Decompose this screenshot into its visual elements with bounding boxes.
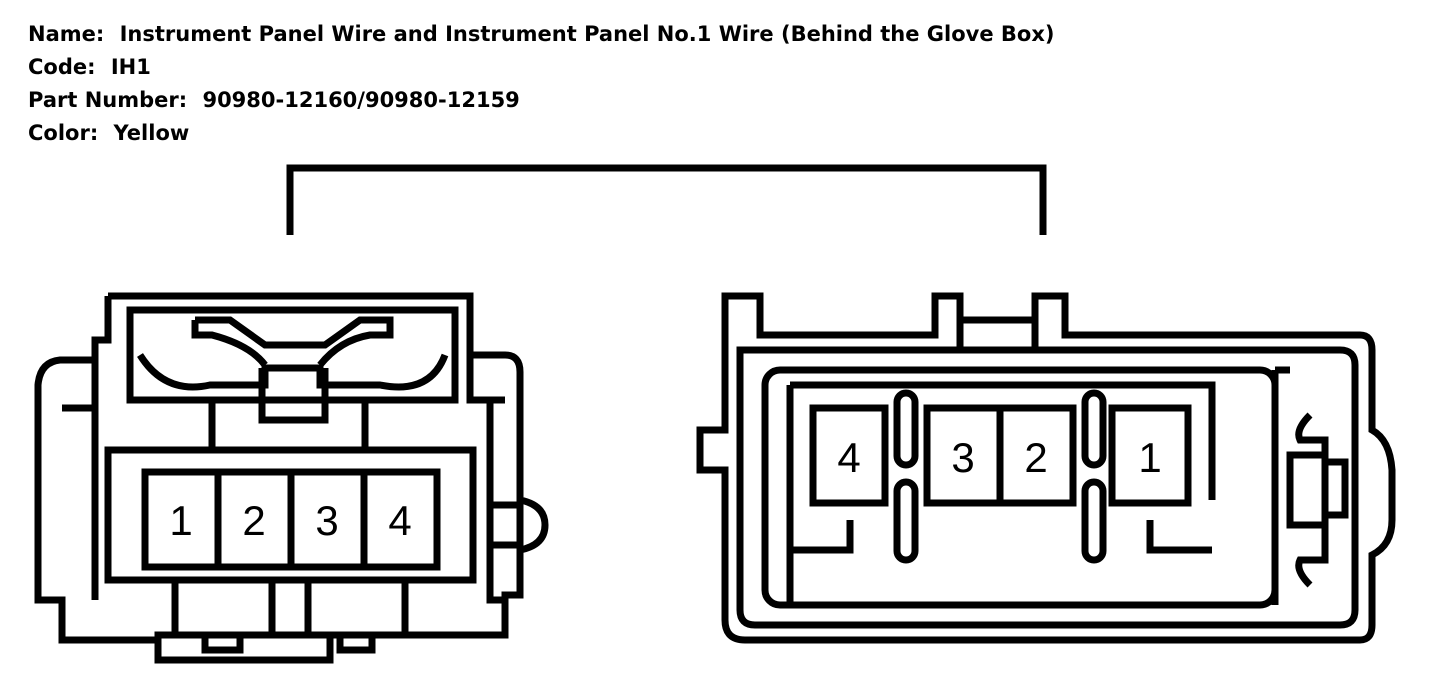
right-pin-1-box — [1108, 404, 1192, 507]
left-bottom-tabs — [171, 576, 409, 654]
color-value: Yellow — [113, 121, 190, 145]
mating-bracket — [286, 164, 1047, 235]
left-pin-2: 2 — [242, 497, 265, 544]
right-pin-1: 1 — [1138, 434, 1161, 481]
left-pin-4: 4 — [388, 497, 411, 544]
color-label: Color: — [28, 121, 99, 145]
right-pin-3: 3 — [951, 434, 974, 481]
name-row: Name: Instrument Panel Wire and Instrume… — [28, 18, 1054, 51]
right-connector-body — [696, 292, 1396, 644]
name-value: Instrument Panel Wire and Instrument Pan… — [119, 22, 1055, 46]
name-label: Name: — [28, 22, 105, 46]
right-side-latch — [1271, 366, 1349, 605]
pin-labels: 1 2 3 4 4 3 2 1 — [169, 434, 1161, 544]
right-top-tab — [956, 320, 1039, 350]
left-pin-3: 3 — [315, 497, 338, 544]
part-number-value: 90980-12160/90980-12159 — [202, 88, 520, 112]
code-row: Code: IH1 — [28, 51, 1054, 84]
right-side-wall — [466, 355, 505, 604]
right-pin-2: 2 — [1024, 434, 1047, 481]
part-number-label: Part Number: — [28, 88, 188, 112]
color-row: Color: Yellow — [28, 117, 1054, 150]
latch-arm — [137, 316, 449, 391]
right-inner-frame — [736, 346, 1359, 629]
right-pin-4: 4 — [837, 434, 860, 481]
code-value: IH1 — [110, 55, 151, 79]
latch-tab — [208, 368, 369, 454]
latch-housing — [126, 306, 459, 404]
part-number-row: Part Number: 90980-12160/90980-12159 — [28, 84, 1054, 117]
left-pin-frame — [104, 446, 477, 584]
right-connector — [696, 292, 1396, 644]
right-pin-4-box — [809, 404, 889, 507]
left-connector — [34, 292, 549, 664]
left-side-wall — [62, 360, 99, 600]
code-label: Code: — [28, 55, 96, 79]
left-pin-1: 1 — [169, 497, 192, 544]
connector-info: Name: Instrument Panel Wire and Instrume… — [28, 18, 1054, 150]
left-side-latch — [490, 501, 524, 549]
